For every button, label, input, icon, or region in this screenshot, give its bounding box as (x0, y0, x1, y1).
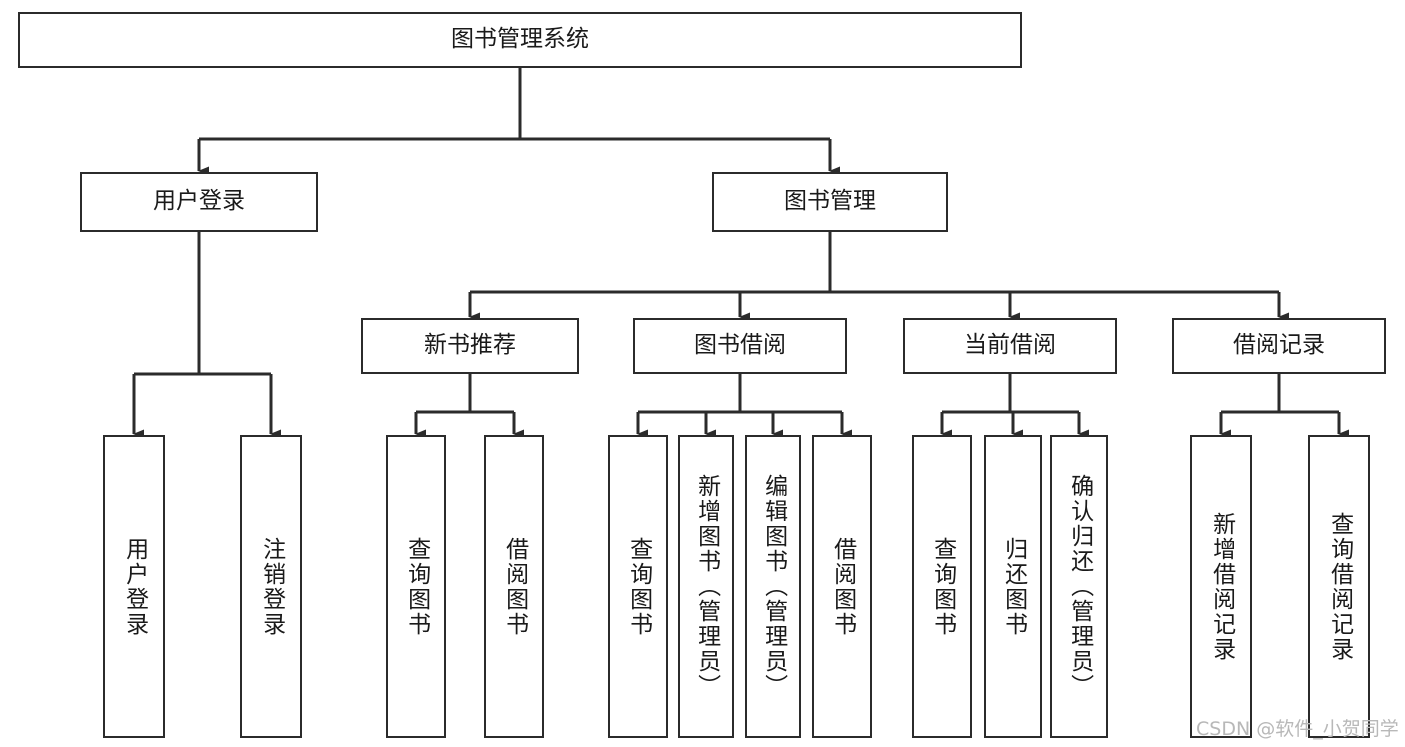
node-label: 新增借阅记录 (1208, 511, 1235, 662)
node-leaf-2[interactable]: 注销登录 (240, 435, 302, 738)
node-label: 借阅图书 (829, 536, 856, 637)
node-label: 借阅记录 (1233, 332, 1325, 359)
node-label: 图书管理 (784, 188, 876, 215)
node-label: 查询图书 (625, 536, 652, 637)
node-leaf-11[interactable]: 确认归还（管理员） (1050, 435, 1108, 738)
node-label: 用户登录 (121, 536, 148, 637)
node-label: 查询借阅记录 (1326, 511, 1353, 662)
node-label: 新书推荐 (424, 332, 516, 359)
node-newbook[interactable]: 新书推荐 (361, 318, 579, 374)
node-leaf-8[interactable]: 借阅图书 (812, 435, 872, 738)
node-label: 借阅图书 (501, 536, 528, 637)
node-leaf-1[interactable]: 用户登录 (103, 435, 165, 738)
node-label: 用户登录 (153, 188, 245, 215)
node-leaf-4[interactable]: 借阅图书 (484, 435, 544, 738)
node-leaf-5[interactable]: 查询图书 (608, 435, 668, 738)
node-label: 归还图书 (1000, 536, 1027, 637)
node-label: 确认归还（管理员） (1066, 474, 1093, 699)
node-bookmgmt[interactable]: 图书管理 (712, 172, 948, 232)
node-label: 注销登录 (258, 536, 285, 637)
node-label: 当前借阅 (964, 332, 1056, 359)
node-leaf-12[interactable]: 新增借阅记录 (1190, 435, 1252, 738)
node-root[interactable]: 图书管理系统 (18, 12, 1022, 68)
node-records[interactable]: 借阅记录 (1172, 318, 1386, 374)
node-label: 查询图书 (403, 536, 430, 637)
node-leaf-3[interactable]: 查询图书 (386, 435, 446, 738)
node-borrow[interactable]: 图书借阅 (633, 318, 847, 374)
node-label: 编辑图书（管理员） (760, 474, 787, 699)
node-label: 图书管理系统 (451, 26, 589, 53)
node-leaf-7[interactable]: 编辑图书（管理员） (745, 435, 801, 738)
node-login[interactable]: 用户登录 (80, 172, 318, 232)
node-label: 查询图书 (929, 536, 956, 637)
edge-group (132, 68, 1349, 439)
node-current[interactable]: 当前借阅 (903, 318, 1117, 374)
node-label: 图书借阅 (694, 332, 786, 359)
node-leaf-10[interactable]: 归还图书 (984, 435, 1042, 738)
node-leaf-13[interactable]: 查询借阅记录 (1308, 435, 1370, 738)
node-label: 新增图书（管理员） (693, 474, 720, 699)
node-leaf-9[interactable]: 查询图书 (912, 435, 972, 738)
node-leaf-6[interactable]: 新增图书（管理员） (678, 435, 734, 738)
